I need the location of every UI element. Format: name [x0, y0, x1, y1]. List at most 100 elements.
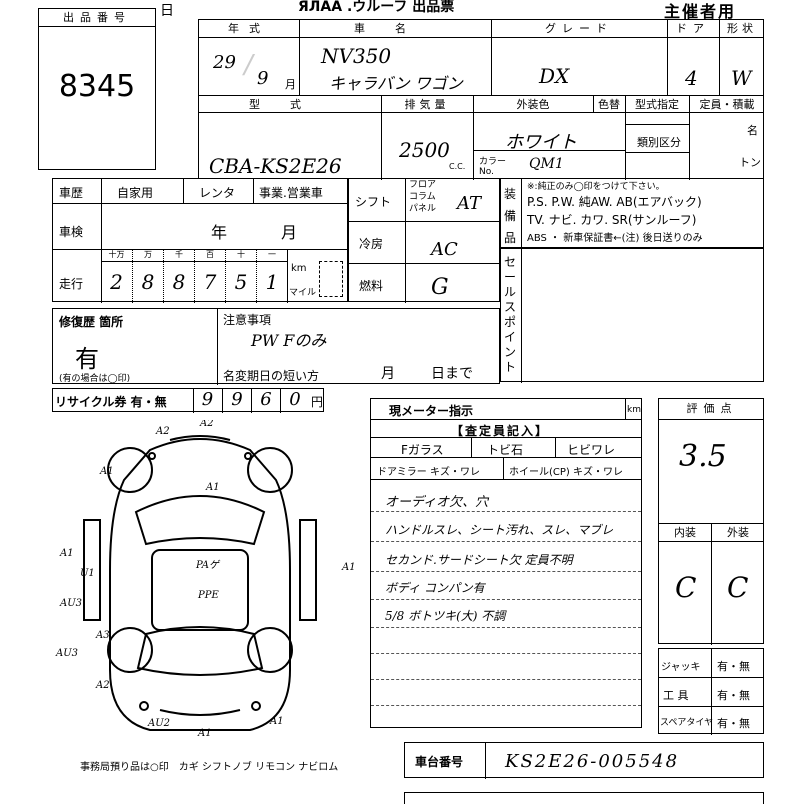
shape-header: 形状 — [727, 22, 757, 35]
chassis-label: 車台番号 — [415, 755, 464, 769]
damage-mark: A2 — [155, 426, 170, 437]
short-title-month: 月 — [381, 366, 395, 382]
equipment-line-3: ABS ・ 新車保証書←(注) 後日送りのみ — [527, 233, 703, 244]
header-left-mark: 日 — [160, 3, 174, 19]
displacement-header: 排気量 — [404, 98, 450, 111]
chassis-value: KS2E26-005548 — [505, 751, 680, 772]
vehicle-table: 年式 車名 グレード ドア 形状 29 / 9 月 NV350 キャラバン ワゴ… — [198, 19, 764, 180]
inspector-note-1: オーディオ欠、穴 — [385, 495, 489, 510]
color-value: ホワイト — [505, 132, 577, 153]
doors-header: ドア — [676, 22, 710, 35]
car-body-outline — [109, 438, 291, 731]
color-no-label: カラーNo. — [479, 157, 507, 177]
damage-mark: A2 — [95, 680, 110, 691]
mileage-digit-cell: 十万 2 — [101, 249, 132, 303]
inspection-year-unit: 年 — [211, 223, 228, 242]
damage-mark: AU2 — [147, 718, 170, 729]
score-box: 評価点 3.5 内装 外装 C C — [658, 398, 764, 645]
repair-label: 修復歴 箇所 — [59, 315, 124, 329]
recycle-digit: 0 — [280, 389, 309, 413]
equipment-line-2: TV. ナビ. カワ. SR(サンルーフ) — [527, 213, 697, 227]
km-unit: km — [291, 263, 307, 274]
tool-label-tools: 工 具 — [663, 689, 689, 702]
shift-options: フロアコラムパネル — [409, 180, 437, 214]
classification-header: 類別区分 — [637, 136, 681, 149]
left-side-panel — [83, 519, 101, 621]
color-change-header: 色替 — [598, 98, 620, 111]
damage-mark: PAゲ — [195, 559, 221, 571]
equipment-box: 装備品 ※:純正のみ◯印をつけて下さい。 P.S. P.W. 純AW. AB(エ… — [500, 178, 764, 249]
damage-mark: A1 — [59, 548, 74, 559]
inspector-label: 【査定員記入】 — [451, 424, 550, 438]
digit-place-label: 十万 — [108, 250, 125, 259]
tool-label-jack: ジャッキ — [661, 662, 701, 673]
capacity-unit: 名 — [747, 124, 758, 137]
exterior-value: C — [727, 571, 749, 604]
color-header: 外装色 — [516, 98, 550, 111]
year-header: 年式 — [228, 22, 270, 35]
model-value: CBA-KS2E26 — [209, 154, 342, 178]
digit-place-label: 十 — [237, 250, 245, 259]
equipment-note: ※:純正のみ◯印をつけて下さい。 — [527, 182, 665, 192]
tool-value-jack: 有・無 — [717, 660, 750, 673]
recycle-unit: 円 — [311, 395, 324, 409]
rental-use: レンタ — [199, 186, 236, 200]
wheel-rear-right — [247, 627, 293, 673]
inspector-note-2: ハンドルスレ、シート汚れ、スレ、マブレ — [385, 523, 614, 537]
repair-value: 有 — [75, 345, 99, 373]
inspector-note-3: セカンド.サードシート欠 定員不明 — [385, 553, 573, 567]
tool-label-spare: スペアタイヤ — [660, 718, 714, 728]
front-bumper — [169, 435, 231, 441]
damage-mark: A1 — [205, 482, 220, 493]
damage-mark: A3 — [95, 630, 110, 641]
digit-value: 1 — [265, 270, 279, 294]
ac-label: 冷房 — [359, 237, 384, 251]
grade-header: グレード — [545, 22, 613, 35]
damage-mark: AU3 — [59, 598, 82, 609]
digit-value: 2 — [110, 270, 123, 294]
fuel-label: 燃料 — [359, 279, 384, 293]
equipment-label: 装備品 — [504, 187, 517, 245]
short-title-day: 日まで — [431, 366, 473, 382]
rear-window — [136, 626, 264, 676]
shift-value: AT — [457, 193, 482, 214]
interior-value: C — [675, 571, 697, 604]
history-label: 車歴 — [59, 186, 84, 200]
digit-place-label: 万 — [144, 250, 152, 259]
score-value: 3.5 — [679, 439, 727, 474]
office-note: 事務局預り品は○印 カギ シフトノブ リモコン ナビロム — [80, 762, 339, 773]
glass-options: トビ石 — [487, 443, 524, 457]
repair-caution-box: 修復歴 箇所 有 (有の場合は◯印) 注意事項 PW Fのみ 名変期日の短い方 … — [52, 308, 500, 385]
name-value-2: キャラバン ワゴン — [329, 74, 463, 93]
inspector-note-5: 5/8 ボトツキ(大) 不調 — [385, 609, 506, 623]
header-title: ЯЛАА .ウルーフ 出品票 — [298, 0, 455, 15]
shape-value: W — [731, 66, 752, 90]
business-use: 事業.営業車 — [259, 186, 323, 200]
sales-point-label: セールスポイント — [504, 255, 517, 374]
glass-options-2: ヒビワレ — [567, 443, 616, 457]
wheel-rear-left — [107, 627, 153, 673]
meter-unit: km — [627, 405, 641, 415]
digit-place-label: 百 — [206, 250, 214, 259]
ac-value: AC — [431, 239, 458, 260]
inspector-box: 現メーター指示 km 【査定員記入】 Fガラス トビ石 ヒビワレ ドアミラー キ… — [370, 398, 642, 728]
exterior-label: 外装 — [727, 526, 749, 539]
meter-label: 現メーター指示 — [389, 404, 474, 418]
shift-label: シフト — [355, 195, 392, 209]
model-header: 型式 — [249, 98, 331, 111]
caution-label: 注意事項 — [223, 313, 272, 327]
grade-value: DX — [539, 64, 570, 88]
inspection-label: 車検 — [59, 225, 84, 239]
lot-label: 出品番号 — [39, 9, 155, 27]
digit-value: 8 — [172, 270, 186, 294]
damage-mark: A1 — [99, 466, 114, 477]
right-side-panel — [299, 519, 317, 621]
digit-value: 7 — [203, 270, 217, 294]
shift-table: シフト フロアコラムパネル AT 冷房 AC 燃料 G — [348, 178, 500, 303]
wheel-front-right — [247, 447, 293, 493]
